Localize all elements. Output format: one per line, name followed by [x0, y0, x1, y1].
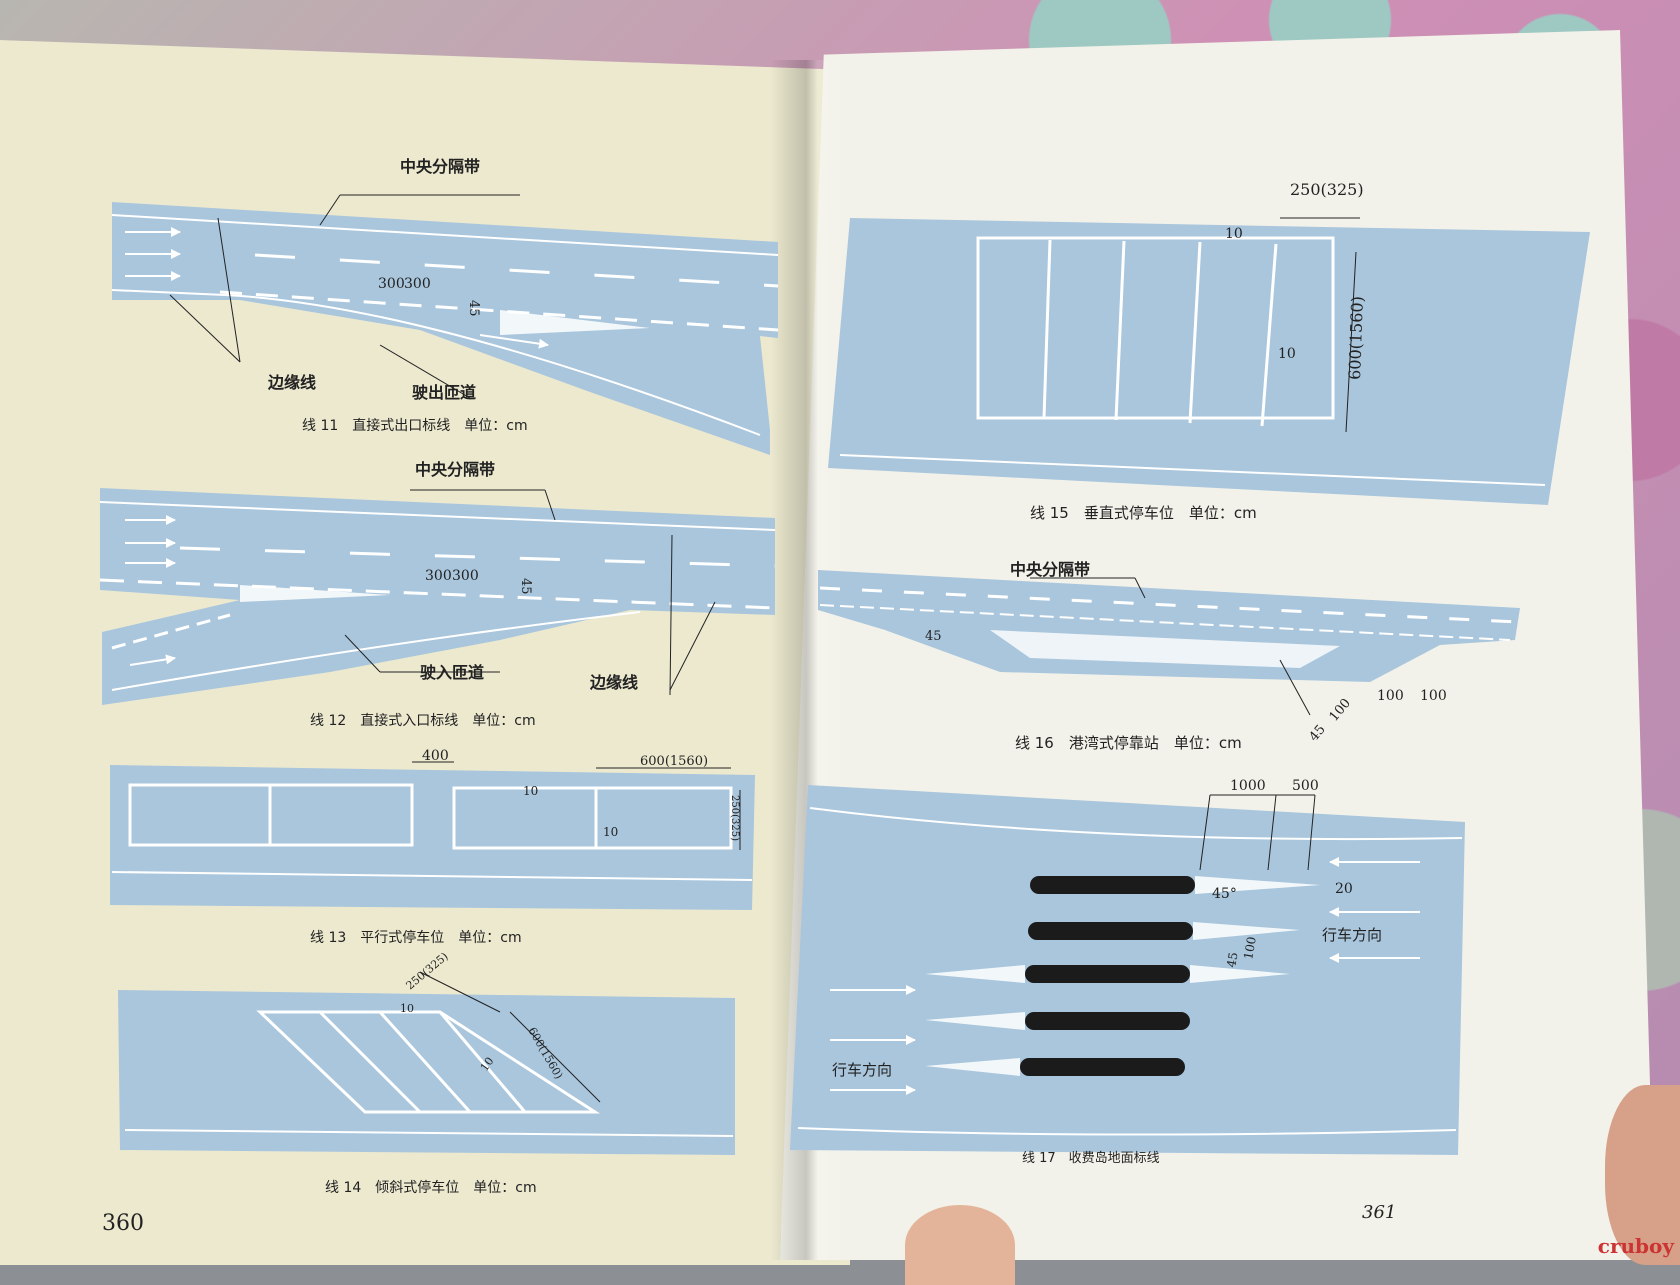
- fig17-caption: 线 17 收费岛地面标线: [1022, 1150, 1160, 1166]
- fig17-dim-a: 1000: [1230, 778, 1266, 794]
- fig13-dim-e: 250(325): [729, 795, 740, 841]
- fig16-dim-e: 100: [1420, 688, 1447, 704]
- figure-13-parallel-parking: 400 600(1560) 10 10 250(325) 线 13 平行式停车位…: [110, 748, 755, 946]
- fig17-direction-label-left: 行车方向: [832, 1061, 892, 1079]
- fig12-median-label: 中央分隔带: [415, 460, 495, 479]
- fig11-dim-c: 45: [466, 300, 481, 317]
- fig17-dim-e: 45: [1224, 951, 1240, 968]
- watermark: cruboy: [1597, 1234, 1674, 1258]
- toll-island-4: [1025, 1012, 1190, 1030]
- toll-island-3: [1025, 965, 1190, 983]
- fig12-edge-line-label: 边缘线: [589, 673, 638, 692]
- hand-edge: [1605, 1085, 1680, 1265]
- fig11-exit-ramp-label: 驶出匝道: [412, 383, 476, 402]
- fig11-dim-b: 300: [404, 276, 431, 292]
- fig13-dim-b: 600(1560): [640, 754, 708, 769]
- toll-island-5: [1020, 1058, 1185, 1076]
- fig11-caption: 线 11 直接式出口标线 单位：cm: [302, 417, 528, 434]
- fig13-caption: 线 13 平行式停车位 单位：cm: [310, 929, 522, 946]
- fig17-direction-label-right: 行车方向: [1322, 926, 1382, 944]
- fig16-caption: 线 16 港湾式停靠站 单位：cm: [1015, 734, 1242, 752]
- fig13-dim-c: 10: [523, 784, 538, 798]
- fig16-dim-d: 100: [1377, 688, 1404, 704]
- fig17-dim-d: 20: [1335, 881, 1353, 897]
- figure-16-bus-bay: 中央分隔带 45 45 100 100 100 线 16 港湾式停靠站 单位：c…: [818, 560, 1520, 752]
- fig17-dim-b: 500: [1292, 778, 1319, 794]
- left-page-number: 360: [102, 1211, 144, 1236]
- fig15-dim-a: 250(325): [1290, 180, 1364, 199]
- fig13-dim-a: 400: [422, 748, 449, 764]
- fig14-dim-b: 10: [400, 1002, 414, 1015]
- fig12-caption: 线 12 直接式入口标线 单位：cm: [310, 712, 536, 729]
- toll-island-1: [1030, 876, 1195, 894]
- thumb: [905, 1205, 1015, 1285]
- fig14-caption: 线 14 倾斜式停车位 单位：cm: [325, 1179, 537, 1196]
- fig12-dim-c: 45: [518, 578, 533, 595]
- fig12-dim-b: 300: [452, 568, 479, 584]
- fig11-median-label: 中央分隔带: [400, 157, 480, 176]
- fig17-dim-c: 45°: [1212, 886, 1237, 902]
- fig16-dim-b: 45: [1307, 722, 1329, 744]
- fig17-dim-f: 100: [1241, 936, 1259, 961]
- fig11-edge-line-label: 边缘线: [267, 373, 316, 392]
- fig15-caption: 线 15 垂直式停车位 单位：cm: [1030, 504, 1257, 522]
- fig15-dim-d: 600(1560): [1345, 296, 1367, 380]
- figure-17-toll-plaza: 1000 500 45° 20 45 100 行车方向 行车方向 线 17 收费…: [790, 778, 1465, 1166]
- fig14-dim-a: 250(325): [404, 950, 451, 992]
- figure-11-exit-diagram: 中央分隔带 边缘线 驶出匝道 300 300 45 线 11 直接式出口标线 单…: [111, 157, 779, 455]
- fig16-dim-c: 100: [1327, 696, 1354, 725]
- right-page-number: 361: [1362, 1202, 1396, 1223]
- figure-14-angled-parking: 250(325) 10 10 600(1560) 线 14 倾斜式停车位 单位：…: [118, 950, 735, 1196]
- fig12-dim-a: 300: [425, 568, 452, 584]
- fig15-dim-c: 10: [1278, 346, 1296, 362]
- fig12-entry-ramp-label: 驶入匝道: [420, 663, 484, 682]
- fig13-dim-d: 10: [603, 825, 618, 839]
- toll-island-2: [1028, 922, 1193, 940]
- fig15-dim-b: 10: [1225, 226, 1243, 242]
- figure-15-perpendicular-parking: 250(325) 10 10 600(1560) 线 15 垂直式停车位 单位：…: [828, 180, 1590, 522]
- fig16-dim-a: 45: [925, 629, 942, 644]
- fig16-median-label: 中央分隔带: [1010, 560, 1090, 579]
- fig11-dim-a: 300: [378, 276, 405, 292]
- figure-12-entrance-diagram: 中央分隔带 驶入匝道 边缘线 300 300 45 线 12 直接式入口标线 单…: [99, 460, 776, 729]
